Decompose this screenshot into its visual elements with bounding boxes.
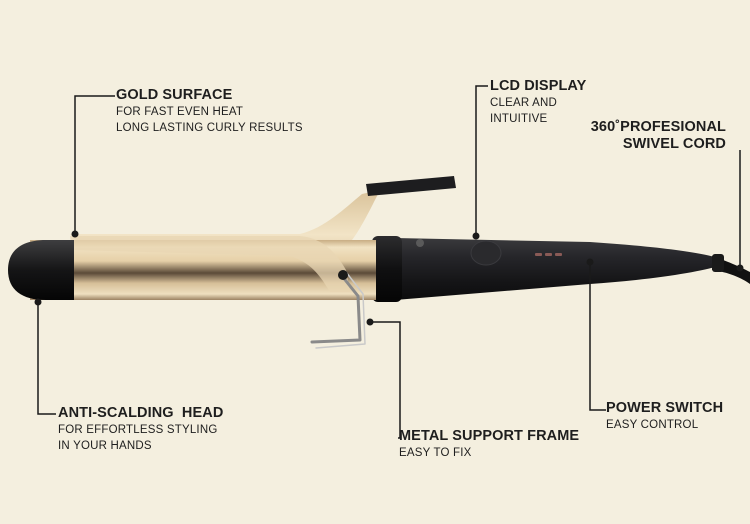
swivel-cord-title-2: SWIVEL CORD	[622, 136, 726, 152]
callout-swivel-cord: 360˚PROFESIONAL SWIVEL CORD	[591, 119, 726, 153]
clamp-lever	[366, 176, 456, 196]
brand-logo	[416, 239, 424, 247]
gold-surface-line-2: LONG LASTING CURLY RESULTS	[116, 122, 303, 134]
gold-surface-title: GOLD SURFACE	[116, 87, 233, 103]
gold-surface-line-1: FOR FAST EVEN HEAT	[116, 106, 244, 118]
lcd-display-line-1: CLEAR AND	[490, 97, 557, 109]
barrel-collar	[372, 236, 402, 302]
lcd-display-title: LCD DISPLAY	[490, 78, 587, 94]
cord-swivel-end	[712, 254, 724, 272]
stand-pivot	[338, 270, 348, 280]
callout-power-switch: POWER SWITCH EASY CONTROL	[606, 400, 723, 433]
anti-scalding-line-2: IN YOUR HANDS	[58, 440, 152, 452]
power-switch-line-1: EASY CONTROL	[606, 419, 699, 431]
lcd-button	[470, 240, 502, 266]
handle-body	[395, 238, 722, 300]
clamp-front	[70, 236, 350, 292]
callout-anti-scalding-head: ANTI-SCALDING HEAD FOR EFFORTLESS STYLIN…	[58, 405, 223, 454]
lcd-digits	[535, 253, 562, 256]
swivel-cord-title-1: 360˚PROFESIONAL	[590, 119, 726, 135]
clamp-arm	[70, 190, 380, 280]
metal-support-title: METAL SUPPORT FRAME	[399, 428, 580, 444]
anti-scalding-title: ANTI-SCALDING HEAD	[58, 405, 224, 421]
leader-lines	[37, 85, 741, 439]
callout-gold-surface: GOLD SURFACE FOR FAST EVEN HEAT LONG LAS…	[116, 87, 303, 136]
leader-dots	[34, 230, 744, 326]
metal-support-line-1: EASY TO FIX	[399, 447, 472, 459]
anti-scalding-line-1: FOR EFFORTLESS STYLING	[58, 424, 218, 436]
lcd-display-line-2: INTUITIVE	[490, 113, 548, 125]
metal-support-stand	[310, 271, 366, 349]
callout-metal-support-frame: METAL SUPPORT FRAME EASY TO FIX	[399, 428, 579, 461]
power-switch-title: POWER SWITCH	[606, 400, 724, 416]
anti-scalding-tip	[8, 240, 74, 300]
callout-lcd-display: LCD DISPLAY CLEAR AND INTUITIVE	[490, 78, 586, 127]
